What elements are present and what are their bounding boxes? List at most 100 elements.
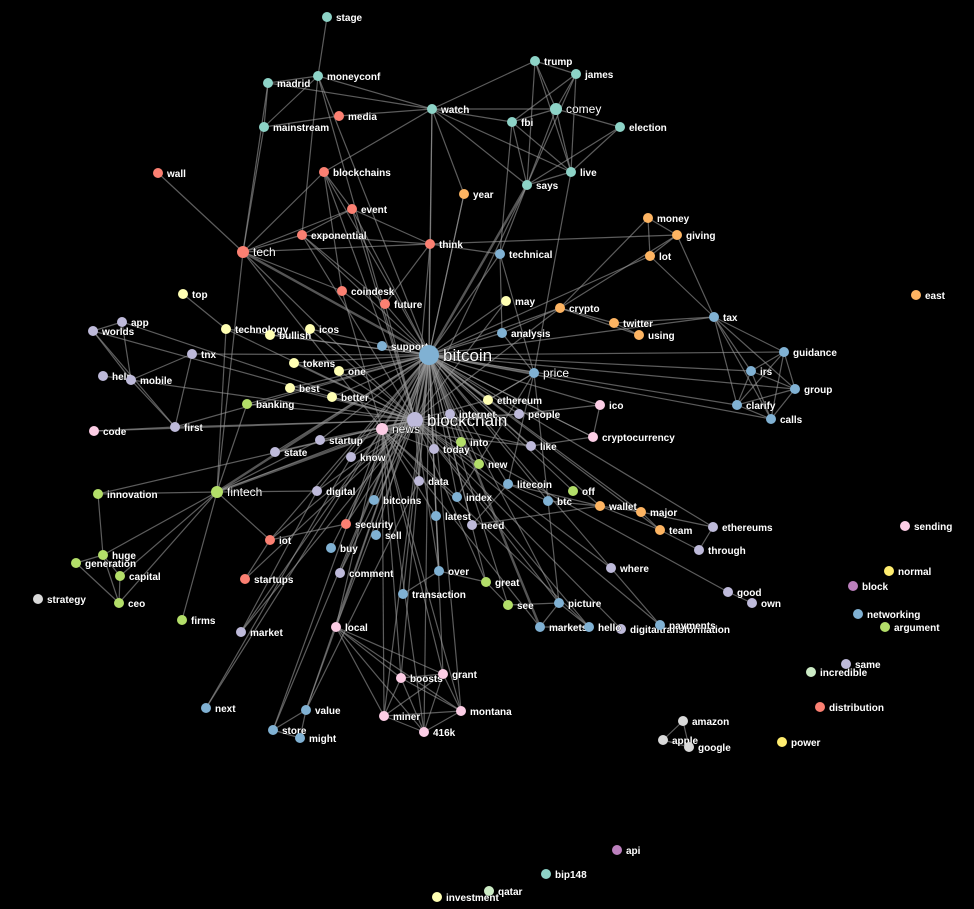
node-circle[interactable] bbox=[331, 622, 341, 632]
node-circle[interactable] bbox=[747, 598, 757, 608]
node-circle[interactable] bbox=[634, 330, 644, 340]
node-circle[interactable] bbox=[322, 12, 332, 22]
node-circle[interactable] bbox=[432, 892, 442, 902]
node-circle[interactable] bbox=[265, 535, 275, 545]
node-circle[interactable] bbox=[237, 246, 249, 258]
node-circle[interactable] bbox=[848, 581, 858, 591]
node-circle[interactable] bbox=[503, 600, 513, 610]
node-circle[interactable] bbox=[438, 669, 448, 679]
node-circle[interactable] bbox=[337, 286, 347, 296]
node-circle[interactable] bbox=[376, 423, 388, 435]
node-tokens[interactable]: tokens bbox=[289, 358, 336, 370]
node-circle[interactable] bbox=[636, 507, 646, 517]
node-circle[interactable] bbox=[88, 326, 98, 336]
node-circle[interactable] bbox=[71, 558, 81, 568]
node-circle[interactable] bbox=[501, 296, 511, 306]
node-circle[interactable] bbox=[429, 444, 439, 454]
node-circle[interactable] bbox=[334, 111, 344, 121]
node-circle[interactable] bbox=[313, 71, 323, 81]
node-may[interactable]: may bbox=[501, 296, 536, 308]
node-circle[interactable] bbox=[431, 511, 441, 521]
node-circle[interactable] bbox=[315, 435, 325, 445]
node-circle[interactable] bbox=[481, 577, 491, 587]
node-circle[interactable] bbox=[259, 122, 269, 132]
node-local[interactable]: local bbox=[331, 622, 368, 634]
node-wallet[interactable]: wallet bbox=[595, 501, 638, 513]
node-argument[interactable]: argument bbox=[880, 622, 941, 634]
node-circle[interactable] bbox=[425, 239, 435, 249]
node-circle[interactable] bbox=[595, 400, 605, 410]
node-circle[interactable] bbox=[187, 349, 197, 359]
node-circle[interactable] bbox=[900, 521, 910, 531]
node-calls[interactable]: calls bbox=[766, 414, 803, 426]
node-tnx[interactable]: tnx bbox=[187, 349, 217, 361]
node-live[interactable]: live bbox=[566, 167, 597, 179]
node-stage[interactable]: stage bbox=[322, 12, 363, 24]
node-circle[interactable] bbox=[445, 409, 455, 419]
node-circle[interactable] bbox=[643, 213, 653, 223]
node-circle[interactable] bbox=[297, 230, 307, 240]
node-circle[interactable] bbox=[398, 589, 408, 599]
node-circle[interactable] bbox=[911, 290, 921, 300]
node-circle[interactable] bbox=[483, 395, 493, 405]
node-circle[interactable] bbox=[815, 702, 825, 712]
node-firms[interactable]: firms bbox=[177, 615, 216, 627]
node-east[interactable]: east bbox=[911, 290, 946, 302]
node-team[interactable]: team bbox=[655, 525, 693, 537]
node-circle[interactable] bbox=[89, 426, 99, 436]
node-incredible[interactable]: incredible bbox=[806, 667, 868, 679]
node-amazon[interactable]: amazon bbox=[678, 716, 730, 728]
node-circle[interactable] bbox=[341, 519, 351, 529]
node-circle[interactable] bbox=[115, 571, 125, 581]
node-block[interactable]: block bbox=[848, 581, 889, 593]
node-market[interactable]: market bbox=[236, 627, 284, 639]
node-circle[interactable] bbox=[371, 530, 381, 540]
node-circle[interactable] bbox=[530, 56, 540, 66]
node-circle[interactable] bbox=[452, 492, 462, 502]
node-distribution[interactable]: distribution bbox=[815, 702, 884, 714]
node-circle[interactable] bbox=[503, 479, 513, 489]
node-own[interactable]: own bbox=[747, 598, 781, 610]
node-circle[interactable] bbox=[240, 574, 250, 584]
node-strategy[interactable]: strategy bbox=[33, 594, 87, 606]
node-digitaltransformation[interactable]: digitaltransformation bbox=[616, 624, 730, 636]
node-sending[interactable]: sending bbox=[900, 521, 953, 533]
node-circle[interactable] bbox=[270, 447, 280, 457]
node-top[interactable]: top bbox=[178, 289, 208, 301]
node-circle[interactable] bbox=[265, 330, 275, 340]
node-circle[interactable] bbox=[93, 489, 103, 499]
node-irs[interactable]: irs bbox=[746, 366, 773, 378]
node-circle[interactable] bbox=[221, 324, 231, 334]
node-good[interactable]: good bbox=[723, 587, 762, 599]
node-new[interactable]: new bbox=[474, 459, 508, 471]
node-payments[interactable]: payments bbox=[655, 620, 716, 632]
node-through[interactable]: through bbox=[694, 545, 746, 557]
node-circle[interactable] bbox=[522, 180, 532, 190]
node-where[interactable]: where bbox=[606, 563, 650, 575]
node-innovation[interactable]: innovation bbox=[93, 489, 158, 501]
node-circle[interactable] bbox=[327, 392, 337, 402]
node-circle[interactable] bbox=[514, 409, 524, 419]
node-circle[interactable] bbox=[467, 520, 477, 530]
node-comey[interactable]: comey bbox=[550, 102, 602, 116]
node-next[interactable]: next bbox=[201, 703, 237, 715]
node-circle[interactable] bbox=[841, 659, 851, 669]
node-circle[interactable] bbox=[396, 673, 406, 683]
node-year[interactable]: year bbox=[459, 189, 494, 201]
node-circle[interactable] bbox=[884, 566, 894, 576]
node-circle[interactable] bbox=[201, 703, 211, 713]
node-circle[interactable] bbox=[242, 399, 252, 409]
node-circle[interactable] bbox=[98, 550, 108, 560]
node-circle[interactable] bbox=[346, 452, 356, 462]
node-circle[interactable] bbox=[335, 568, 345, 578]
node-montana[interactable]: montana bbox=[456, 706, 512, 718]
node-circle[interactable] bbox=[507, 117, 517, 127]
node-circle[interactable] bbox=[568, 486, 578, 496]
node-james[interactable]: james bbox=[571, 69, 614, 81]
node-circle[interactable] bbox=[880, 622, 890, 632]
node-cryptocurrency[interactable]: cryptocurrency bbox=[588, 432, 676, 444]
node-security[interactable]: security bbox=[341, 519, 394, 531]
node-circle[interactable] bbox=[684, 742, 694, 752]
node-circle[interactable] bbox=[526, 441, 536, 451]
node-bullish[interactable]: bullish bbox=[265, 330, 312, 342]
